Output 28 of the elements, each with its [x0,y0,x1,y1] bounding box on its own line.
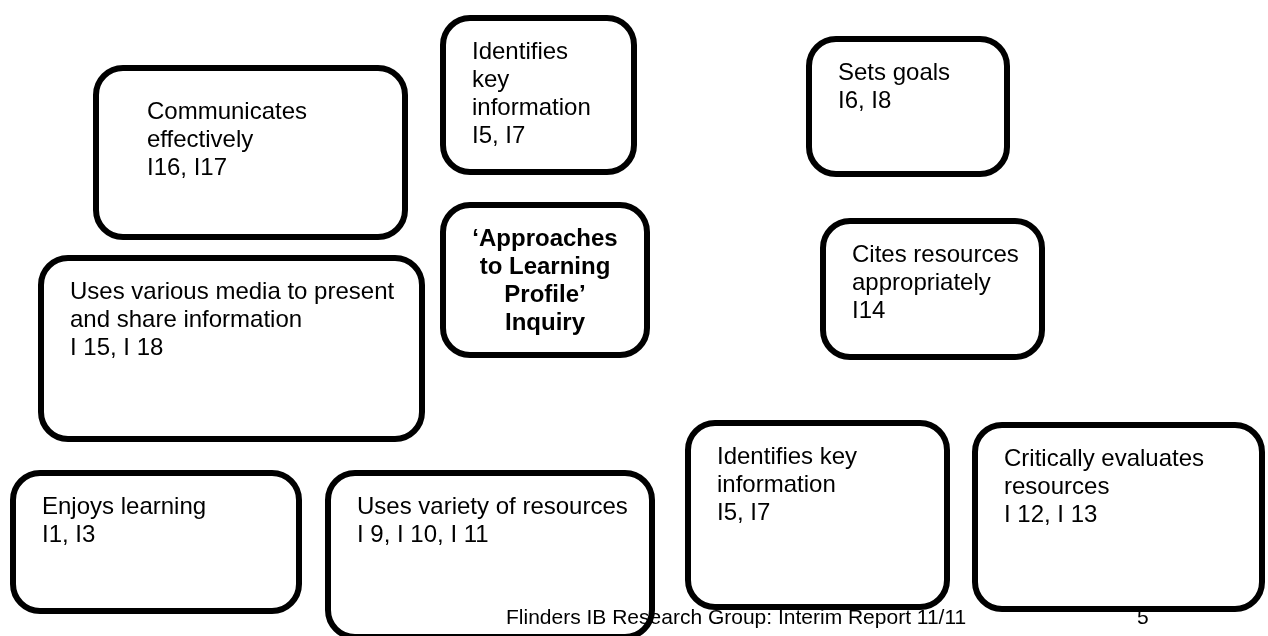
rounded-box [972,422,1265,612]
item-codes: I 15, I 18 [70,333,164,361]
rounded-box [93,65,408,240]
item-codes: I5, I7 [717,498,771,526]
rounded-box [10,470,302,614]
skill-text: Cites resources appropriately [852,240,1019,296]
rounded-box [440,15,637,175]
skill-text: Uses various media to present and share information [70,277,396,333]
item-codes: I16, I17 [147,153,228,181]
skill-text: Enjoys learning [42,492,207,520]
skill-text: Uses variety of resources [357,492,628,520]
item-codes: I5, I7 [472,121,526,149]
skill-text: Sets goals [838,58,951,86]
item-codes: I14 [852,296,886,324]
rounded-box [38,255,425,442]
skill-text: Critically evaluates resources [1004,444,1206,500]
skill-text: Communicates effectively [147,97,309,153]
skill-text: Identifies key information [472,37,592,121]
title-text: ‘Approaches to Learning Profile’ Inquiry [471,224,619,336]
rounded-box [806,36,1010,177]
item-codes: I 12, I 13 [1004,500,1098,528]
rounded-box [685,420,950,610]
skill-text: Identifies key information [717,442,859,498]
item-codes: I6, I8 [838,86,892,114]
item-codes: I 9, I 10, I 11 [357,520,489,548]
item-codes: I1, I3 [42,520,96,548]
title-box [440,202,650,358]
rounded-box [820,218,1045,360]
